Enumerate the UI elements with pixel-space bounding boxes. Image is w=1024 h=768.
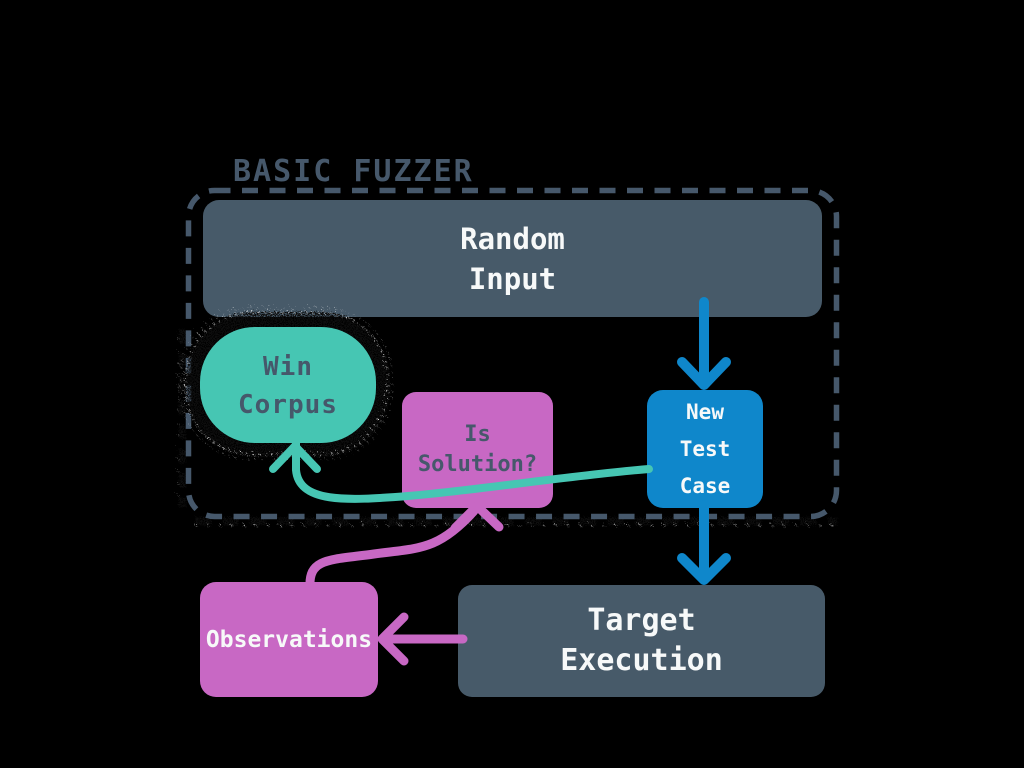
- node-random-input-line1: Random: [460, 221, 565, 256]
- node-observations-line1: Observations: [205, 626, 373, 653]
- halo-ring: [186, 313, 390, 457]
- node-is-solution: Is Solution?: [402, 392, 553, 508]
- node-target-execution-line1: Target: [587, 603, 696, 638]
- win-corpus-speckle-dust: [181, 308, 395, 462]
- halo-ring-outer: [185, 312, 391, 458]
- node-win-corpus: [200, 327, 376, 443]
- node-random-input-line2: Input: [468, 261, 557, 296]
- speckle-ring-outer: [181, 308, 395, 462]
- node-new-test-case: New Test Case: [647, 390, 763, 508]
- edge-target-execution-to-observations: [377, 612, 468, 666]
- node-observations: Observations: [200, 582, 378, 697]
- node-is-solution-line1: Is: [464, 422, 491, 447]
- node-win-corpus-line1: Win: [263, 352, 313, 382]
- edge-blue2-arrowhead: [677, 553, 731, 585]
- edge-teal-arrowhead: [269, 442, 321, 473]
- edge-observations-to-is-solution: [305, 501, 504, 591]
- edge-new-test-case-to-target-execution: [677, 500, 731, 585]
- node-target-execution: Target Execution: [458, 585, 825, 697]
- node-is-solution-line2: Solution?: [417, 452, 538, 477]
- node-new-test-case-line2: Test: [679, 436, 731, 461]
- edge-magenta2-shaft: [305, 506, 479, 591]
- speckle-ring: [185, 312, 391, 458]
- node-win-corpus-line2: Corpus: [238, 390, 338, 420]
- diagram-title: BASIC FUZZER: [233, 154, 474, 189]
- win-corpus-sketch-halo: [185, 312, 391, 458]
- node-new-test-case-line3: Case: [679, 473, 731, 498]
- edge-magenta2-arrowhead: [450, 501, 504, 533]
- edge-blue1-arrowhead: [677, 357, 731, 390]
- node-target-execution-line2: Execution: [560, 643, 723, 678]
- node-random-input: Random Input: [203, 200, 822, 317]
- edge-magenta1-arrowhead: [377, 612, 409, 666]
- node-new-test-case-line1: New: [686, 399, 724, 424]
